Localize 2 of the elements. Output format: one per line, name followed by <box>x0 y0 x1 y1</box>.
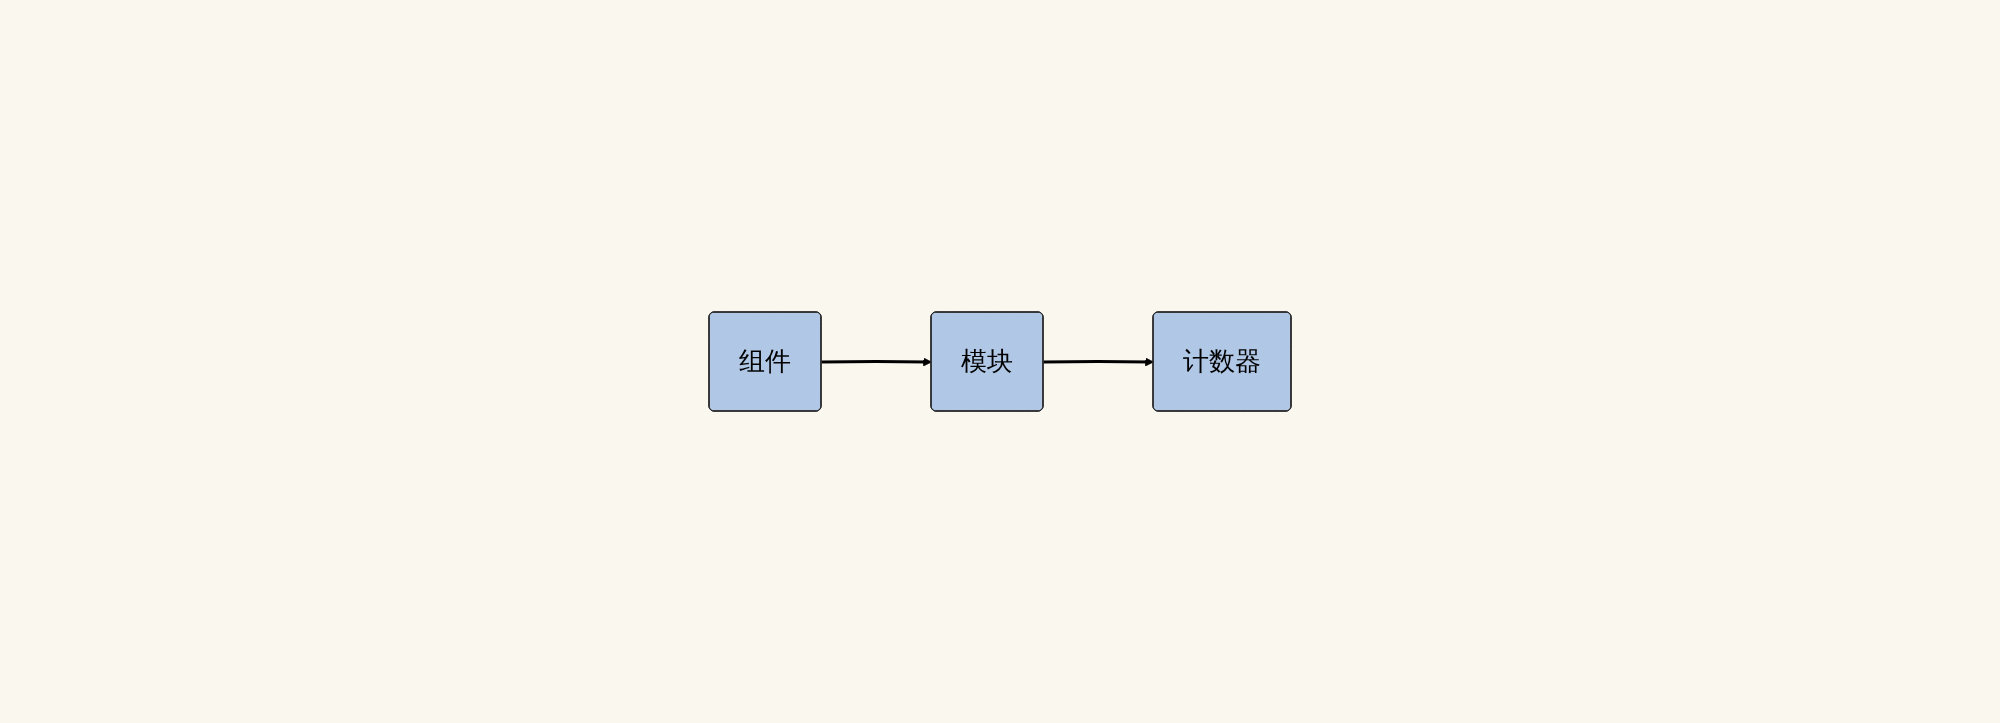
arrow <box>821 357 932 367</box>
arrow <box>1043 357 1154 367</box>
